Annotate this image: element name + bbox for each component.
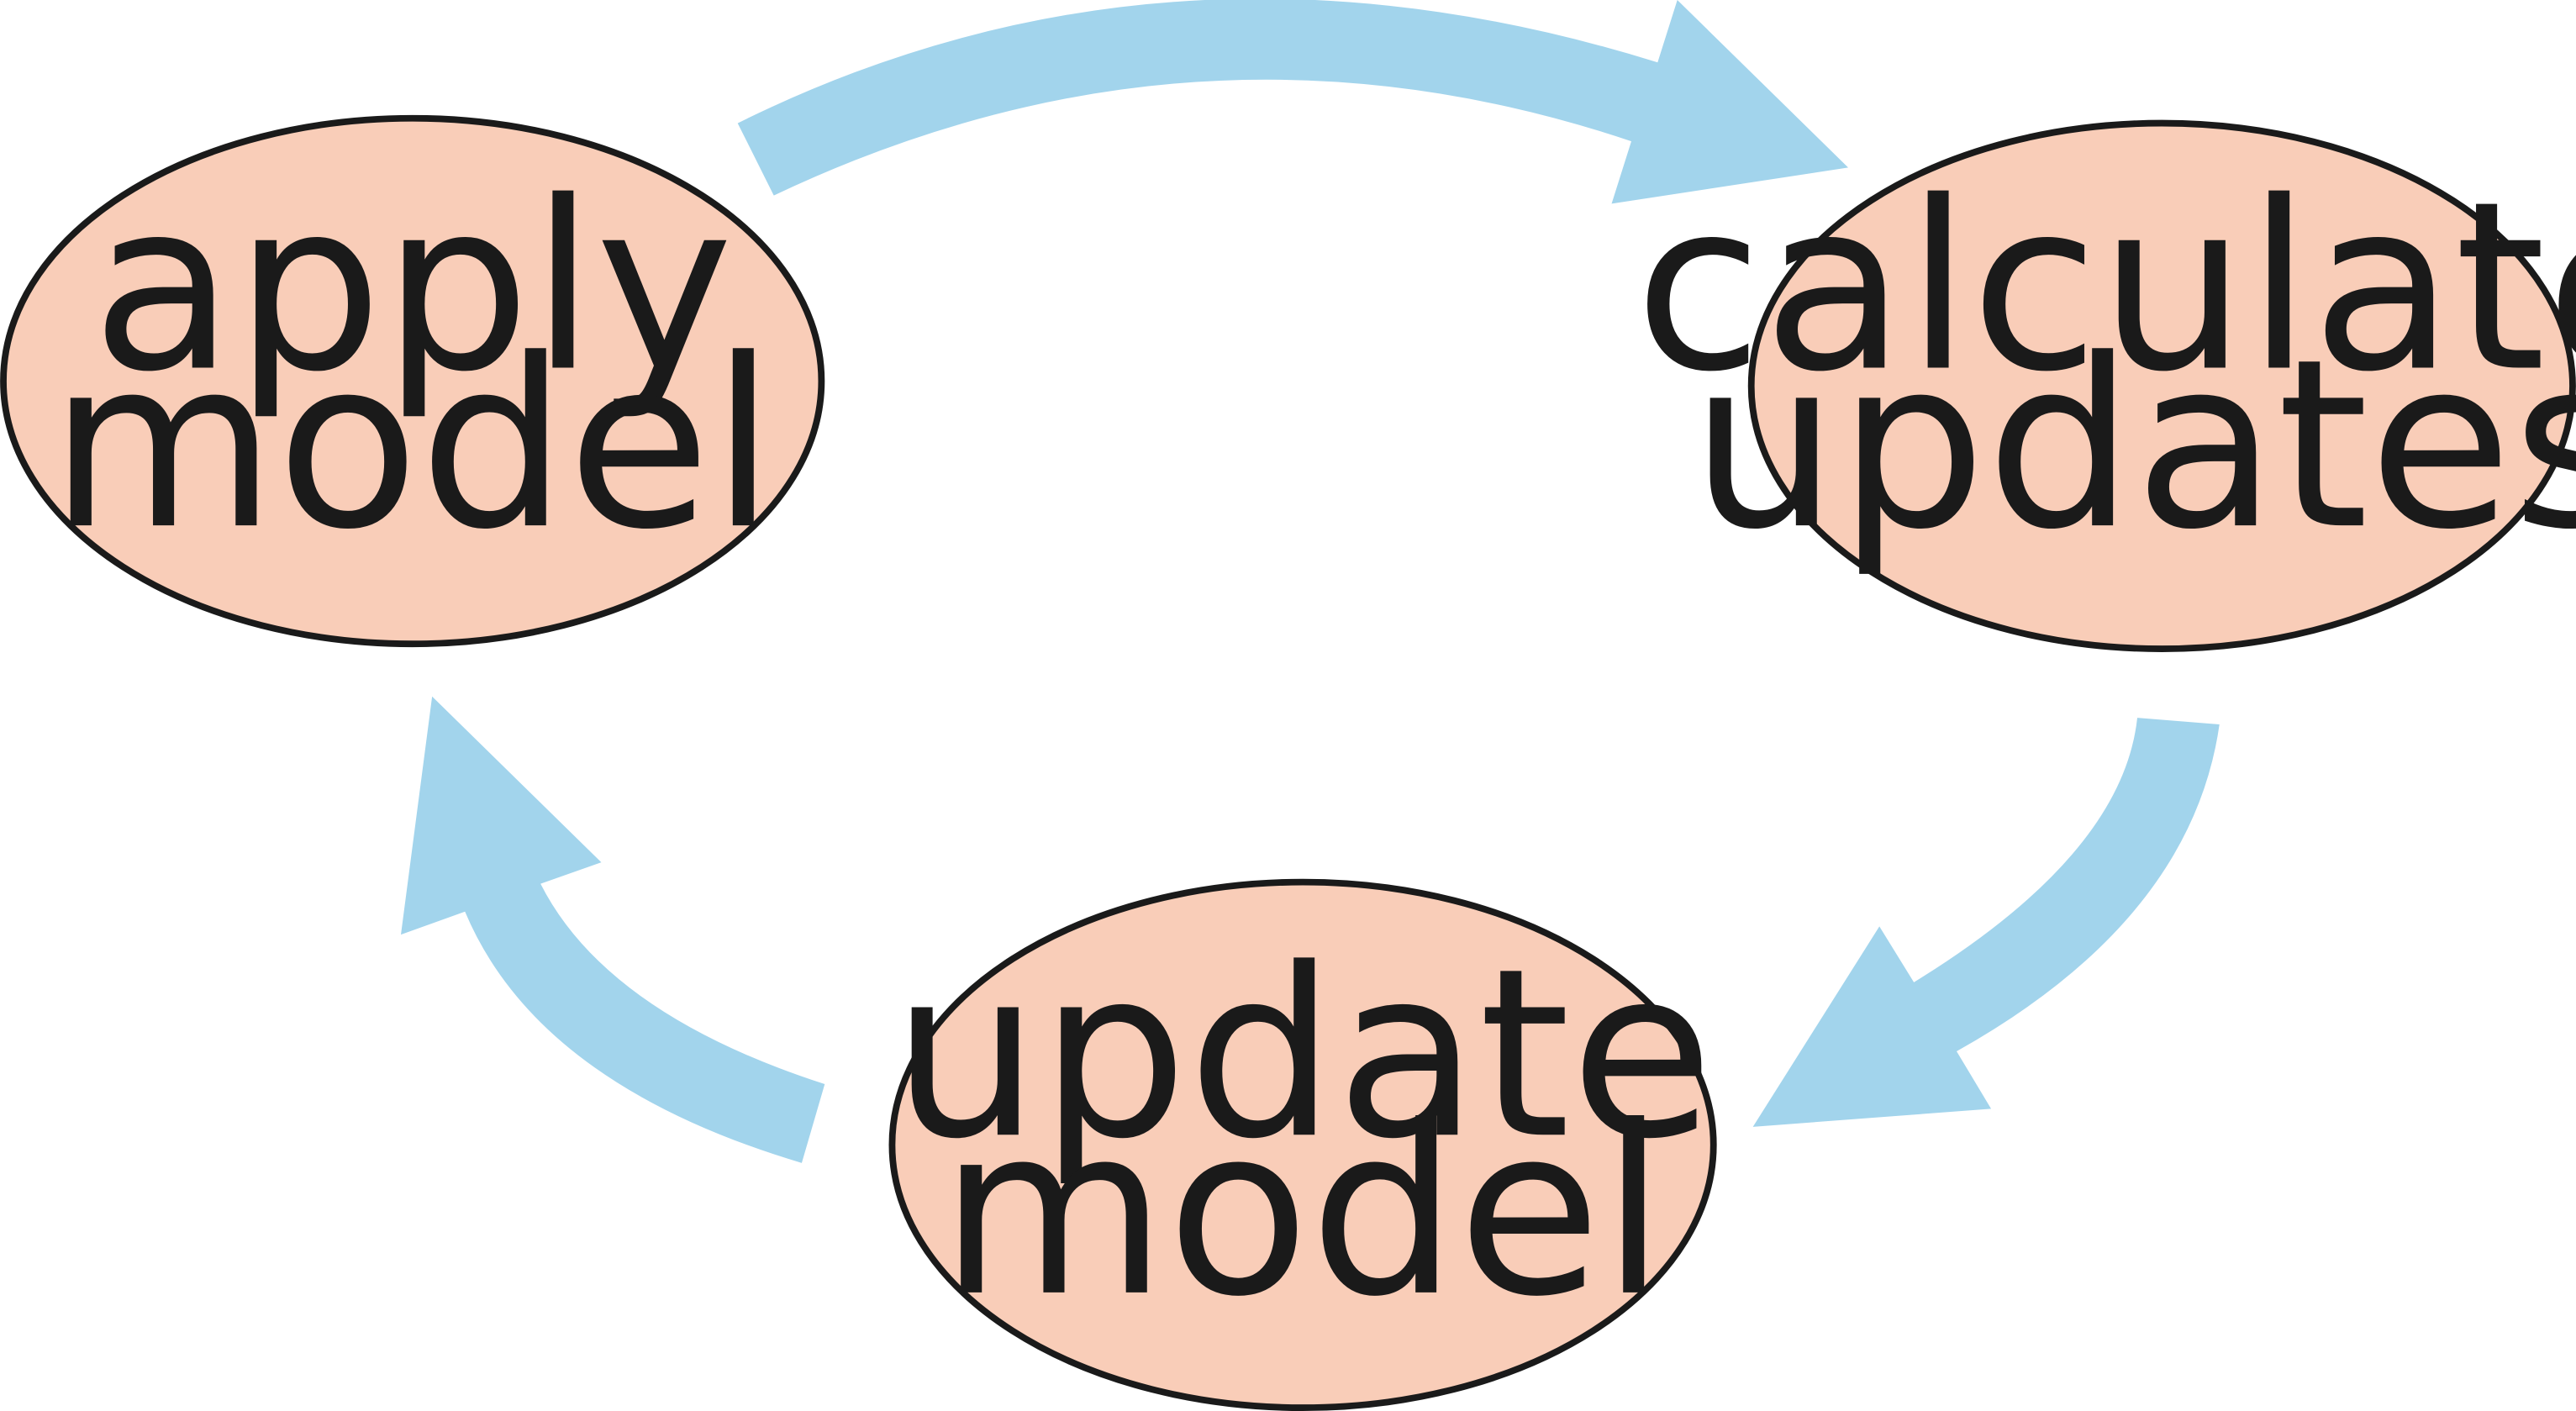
node-calculate-updates: calculate updates [1635, 119, 2576, 652]
arrow-calculate-to-update [1752, 718, 2220, 1127]
node-update-model-ellipse [888, 878, 1717, 1411]
node-apply-model-ellipse [0, 114, 825, 648]
node-calculate-updates-label-line1: calculate [1635, 151, 2576, 423]
node-update-model: update model [888, 878, 1717, 1411]
node-apply-model-label-line1: apply [92, 151, 734, 423]
node-apply-model-label-line2: model [50, 309, 776, 581]
arrow-apply-to-calculate [737, 0, 1849, 204]
node-apply-model: apply model [0, 114, 825, 648]
node-calculate-updates-ellipse [1747, 119, 2576, 652]
node-calculate-updates-label-line2: updates [1690, 309, 2576, 581]
node-update-model-label-line1: update [892, 919, 1714, 1190]
arrow-update-to-apply [401, 696, 825, 1163]
node-update-model-label-line2: model [940, 1077, 1666, 1348]
